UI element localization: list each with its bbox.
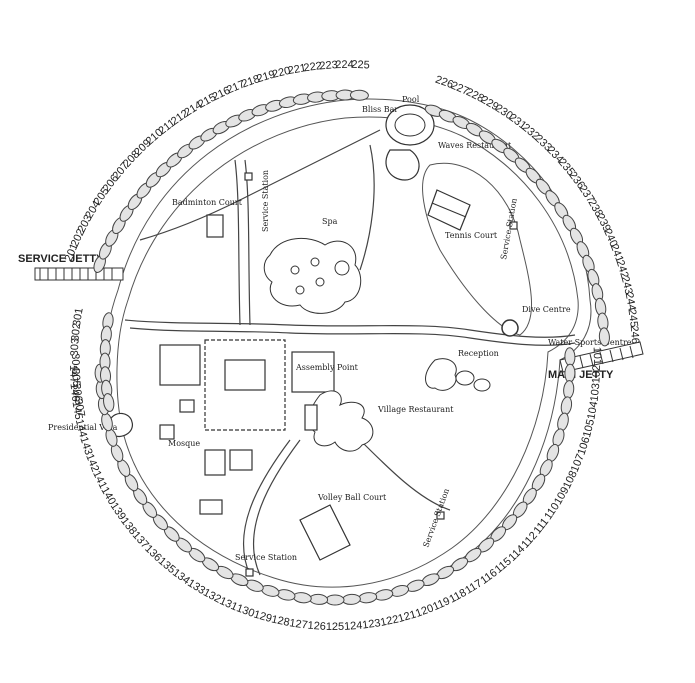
villa-number: 124 xyxy=(344,620,363,633)
label-service-station-se: Service Station xyxy=(421,487,451,548)
label-service-station-nw: Service Station xyxy=(261,170,270,232)
villa-number: 224 xyxy=(335,59,354,71)
villa-marker xyxy=(557,412,569,432)
label-badminton-court: Badminton Court xyxy=(172,198,243,207)
villa-number: 303 xyxy=(69,338,82,357)
villa-number: 104 xyxy=(585,400,600,420)
villa-number: 307 xyxy=(72,398,87,418)
villa-number: 226 xyxy=(434,74,455,92)
villa-number: 302 xyxy=(69,322,83,341)
villa-marker xyxy=(103,393,115,412)
villa-number: 246 xyxy=(628,325,641,344)
villa-number: 102 xyxy=(590,365,603,384)
villa-number: 101 xyxy=(591,347,604,366)
villa-marker xyxy=(563,380,575,400)
label-pool: Pool xyxy=(402,95,420,104)
villa-number: 242 xyxy=(614,259,631,280)
villa-number: 244 xyxy=(623,292,638,312)
villa-number: 125 xyxy=(326,621,344,633)
label-bliss-bar: Bliss Bar xyxy=(362,105,398,114)
villa-number: 223 xyxy=(319,59,338,72)
villa-number: 305 xyxy=(69,368,82,387)
villa-marker xyxy=(349,89,369,101)
mosque-complex xyxy=(159,339,286,515)
label-water-sports-centre: Water Sports Centre xyxy=(548,338,632,347)
service-station-marker xyxy=(436,511,445,520)
villa-number: 105 xyxy=(581,418,597,439)
volley-ball-court xyxy=(299,504,351,561)
label-service-jetty: SERVICE JETTY xyxy=(18,253,104,265)
service-jetty xyxy=(34,267,124,281)
villa-number: 144 xyxy=(73,418,89,439)
villa-number: 221 xyxy=(287,62,307,77)
label-waves-restaurant: Waves Restaurant xyxy=(438,141,512,150)
villa-marker xyxy=(309,593,329,605)
label-dive-centre: Dive Centre xyxy=(522,305,571,314)
villa-number: 306 xyxy=(70,383,84,403)
assembly-point-box xyxy=(291,351,335,393)
villa-marker xyxy=(341,593,361,605)
label-tennis-court: Tennis Court xyxy=(445,231,498,240)
lagoon-edge xyxy=(422,162,532,336)
villa-marker xyxy=(598,327,610,347)
villa-number: 126 xyxy=(307,620,326,633)
villa-marker xyxy=(276,589,296,601)
villa-number: 129 xyxy=(252,609,273,626)
service-station-marker xyxy=(509,221,518,230)
tennis-court xyxy=(427,189,471,231)
villa-number: 146 xyxy=(68,383,82,403)
villa-number: 122 xyxy=(379,613,399,629)
villa-number: 218 xyxy=(240,73,261,90)
label-volley-ball-court: Volley Ball Court xyxy=(317,493,387,502)
label-mosque: Mosque xyxy=(168,439,200,448)
villa-marker xyxy=(564,363,576,383)
villa-number: 222 xyxy=(303,60,323,74)
villa-number: 219 xyxy=(255,69,276,86)
villa-number: 130 xyxy=(235,602,256,620)
pool xyxy=(385,104,435,181)
villa-number: 127 xyxy=(289,617,309,631)
badminton-court xyxy=(206,214,224,238)
villa-marker xyxy=(325,594,345,606)
village-restaurant xyxy=(304,390,374,452)
villa-number: 304 xyxy=(69,353,81,371)
label-main-jetty: MAIN JETTY xyxy=(548,369,614,381)
villa-number: 143 xyxy=(77,435,94,456)
service-station-marker xyxy=(245,568,254,577)
villa-number: 243 xyxy=(619,275,635,296)
villa-marker xyxy=(374,589,394,601)
villa-number: 220 xyxy=(271,65,292,81)
service-station-marker xyxy=(244,172,253,181)
label-village-restaurant: Village Restaurant xyxy=(377,405,454,414)
villa-number: 120 xyxy=(414,602,435,620)
villa-number: 145 xyxy=(70,400,85,420)
label-reception: Reception xyxy=(458,349,499,358)
spa xyxy=(263,237,362,314)
villa-marker xyxy=(292,592,312,604)
villa-number: 301 xyxy=(71,307,86,327)
villa-number: 225 xyxy=(351,59,370,72)
villa-number: 245 xyxy=(626,308,640,328)
villa-marker xyxy=(560,396,573,416)
label-spa: Spa xyxy=(322,217,338,226)
villa-number: 121 xyxy=(397,609,418,626)
villa-marker xyxy=(564,347,576,367)
villa-number: 103 xyxy=(589,383,603,403)
villa-number: 106 xyxy=(576,435,593,456)
villa-number: 123 xyxy=(362,617,382,631)
dive-centre-marker xyxy=(501,319,519,337)
label-service-station-s: Service Station xyxy=(235,553,297,562)
reception xyxy=(425,358,491,392)
label-assembly-point: Assembly Point xyxy=(295,363,359,372)
villa-number: 128 xyxy=(270,613,290,629)
villa-number: 147 xyxy=(67,365,80,384)
villa-marker xyxy=(358,592,378,604)
label-presidential-villa: Presidential Villa xyxy=(48,423,118,432)
